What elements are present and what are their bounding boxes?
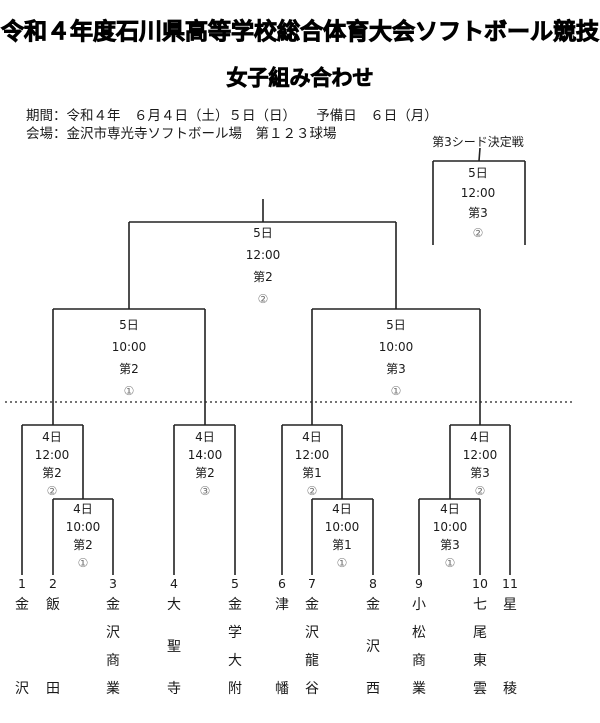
team-number: 2 [49, 576, 57, 591]
match-field: 第3 [470, 466, 490, 480]
team-column-5: 5 金学大附 [220, 576, 250, 696]
team-name: 金学大附 [228, 597, 242, 697]
match-round1-c: 4日 10:00 第3 ① [415, 500, 485, 572]
first-round-lines [52, 498, 481, 575]
match-order: ② [257, 292, 269, 306]
match-final: 5日 12:00 第2 ② [228, 222, 298, 310]
team-number: 11 [502, 576, 518, 591]
team-number: 8 [369, 576, 377, 591]
team-column-1: 1 金沢 [7, 576, 37, 696]
match-day: 5日 [386, 318, 406, 332]
match-time: 10:00 [432, 520, 468, 534]
final-lines [128, 199, 397, 309]
quarterfinal-lines [21, 424, 511, 575]
match-time: 12:00 [462, 448, 498, 462]
match-day: 4日 [42, 430, 62, 444]
match-semifinal-1: 5日 10:00 第2 ① [94, 314, 164, 402]
match-time: 10:00 [111, 340, 147, 354]
team-name: 飯田 [46, 597, 60, 697]
match-time: 10:00 [378, 340, 414, 354]
team-name: 七尾東雲 [473, 597, 487, 697]
match-order: ① [444, 556, 456, 570]
match-time: 10:00 [65, 520, 101, 534]
team-name: 大聖寺 [167, 597, 181, 697]
match-semifinal-2: 5日 10:00 第3 ① [361, 314, 431, 402]
match-order: ② [474, 484, 486, 498]
match-field: 第1 [332, 538, 352, 552]
match-order: ③ [199, 484, 211, 498]
match-order: ① [77, 556, 89, 570]
semifinal-lines [52, 308, 481, 425]
match-time: 12:00 [34, 448, 70, 462]
match-quarterfinal-2: 4日 14:00 第2 ③ [170, 428, 240, 500]
event-venue: 会場：金沢市専光寺ソフトボール場 第１２３球場 [26, 126, 337, 142]
event-period: 期間：令和４年 ６月４日（土）５日（日） 予備日 ６日（月） [26, 108, 438, 124]
match-field: 第2 [73, 538, 93, 552]
team-column-10: 10 七尾東雲 [465, 576, 495, 696]
match-day: 4日 [73, 502, 93, 516]
match-day: 5日 [253, 226, 273, 240]
match-quarterfinal-3: 4日 12:00 第1 ② [277, 428, 347, 500]
team-name: 金沢西 [366, 597, 380, 697]
match-round1-b: 4日 10:00 第1 ① [307, 500, 377, 572]
team-number: 10 [472, 576, 488, 591]
team-column-11: 11 星稜 [495, 576, 525, 696]
third-seed-bracket [432, 147, 526, 245]
match-time: 12:00 [460, 186, 496, 200]
match-field: 第3 [440, 538, 460, 552]
team-number: 9 [415, 576, 423, 591]
match-day: 4日 [195, 430, 215, 444]
match-day: 4日 [302, 430, 322, 444]
team-column-2: 2 飯田 [38, 576, 68, 696]
match-quarterfinal-4: 4日 12:00 第3 ② [445, 428, 515, 500]
match-field: 第3 [468, 206, 488, 220]
team-name: 星稜 [503, 597, 517, 697]
team-number: 6 [278, 576, 286, 591]
page-title: 令和４年度石川県高等学校総合体育大会ソフトボール競技 [1, 19, 600, 46]
team-column-4: 4 大聖寺 [159, 576, 189, 696]
match-time: 10:00 [324, 520, 360, 534]
match-quarterfinal-1: 4日 12:00 第2 ② [17, 428, 87, 500]
team-number: 4 [170, 576, 178, 591]
third-seed-label: 第3シード決定戦 [432, 135, 524, 149]
match-order: ① [123, 384, 135, 398]
match-day: 4日 [440, 502, 460, 516]
match-field: 第2 [253, 270, 273, 284]
match-field: 第1 [302, 466, 322, 480]
team-number: 3 [109, 576, 117, 591]
match-order: ① [390, 384, 402, 398]
team-name: 金沢 [15, 597, 29, 697]
match-day: 4日 [332, 502, 352, 516]
match-order: ② [472, 226, 484, 240]
match-day: 4日 [470, 430, 490, 444]
match-field: 第2 [42, 466, 62, 480]
match-time: 14:00 [187, 448, 223, 462]
match-order: ② [306, 484, 318, 498]
team-column-7: 7 金沢龍谷 [297, 576, 327, 696]
team-number: 1 [18, 576, 26, 591]
match-day: 5日 [468, 166, 488, 180]
match-time: 12:00 [294, 448, 330, 462]
team-name: 津幡 [275, 597, 289, 697]
match-third-seed: 5日 12:00 第3 ② [443, 163, 513, 243]
match-field: 第2 [119, 362, 139, 376]
team-column-8: 8 金沢西 [358, 576, 388, 696]
team-name: 小松商業 [412, 597, 426, 697]
team-column-6: 6 津幡 [267, 576, 297, 696]
team-name: 金沢龍谷 [305, 597, 319, 697]
match-round1-a: 4日 10:00 第2 ① [48, 500, 118, 572]
page-subtitle: 女子組み合わせ [226, 66, 374, 91]
team-number: 5 [231, 576, 239, 591]
team-column-9: 9 小松商業 [404, 576, 434, 696]
match-time: 12:00 [245, 248, 281, 262]
match-day: 5日 [119, 318, 139, 332]
match-field: 第3 [386, 362, 406, 376]
match-order: ② [46, 484, 58, 498]
team-number: 7 [308, 576, 316, 591]
team-column-3: 3 金沢商業 [98, 576, 128, 696]
match-field: 第2 [195, 466, 215, 480]
team-name: 金沢商業 [106, 597, 120, 697]
match-order: ① [336, 556, 348, 570]
